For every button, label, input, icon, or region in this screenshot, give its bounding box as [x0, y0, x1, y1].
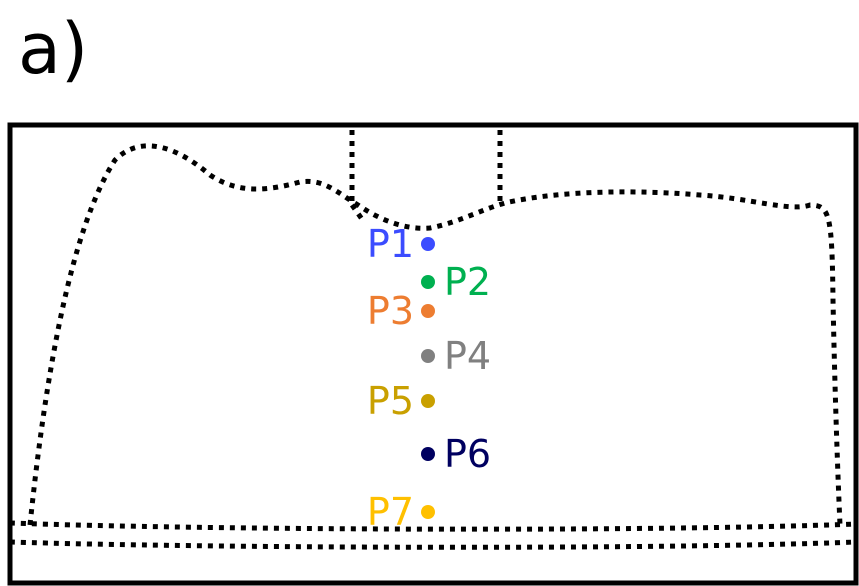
diagram-frame	[7, 122, 859, 586]
indenter-tip	[349, 203, 367, 224]
point-p5-dot	[421, 394, 435, 408]
base-line-upper	[9, 520, 857, 532]
point-p1-label: P1	[367, 222, 414, 266]
point-p3-label: P3	[367, 289, 414, 333]
specimen-outline	[27, 143, 843, 526]
point-p7-dot	[421, 505, 435, 519]
point-p2-label: P2	[444, 260, 491, 304]
point-p4-label: P4	[444, 334, 491, 378]
panel-label: a)	[18, 8, 89, 90]
point-p4-dot	[421, 349, 435, 363]
base-line-lower	[9, 539, 857, 550]
point-p2-dot	[421, 275, 435, 289]
point-p5-label: P5	[367, 379, 414, 423]
point-p6-dot	[421, 447, 435, 461]
point-p3-dot	[421, 304, 435, 318]
point-p6-label: P6	[444, 432, 491, 476]
point-p1-dot	[421, 237, 435, 251]
point-p7-label: P7	[367, 490, 414, 534]
